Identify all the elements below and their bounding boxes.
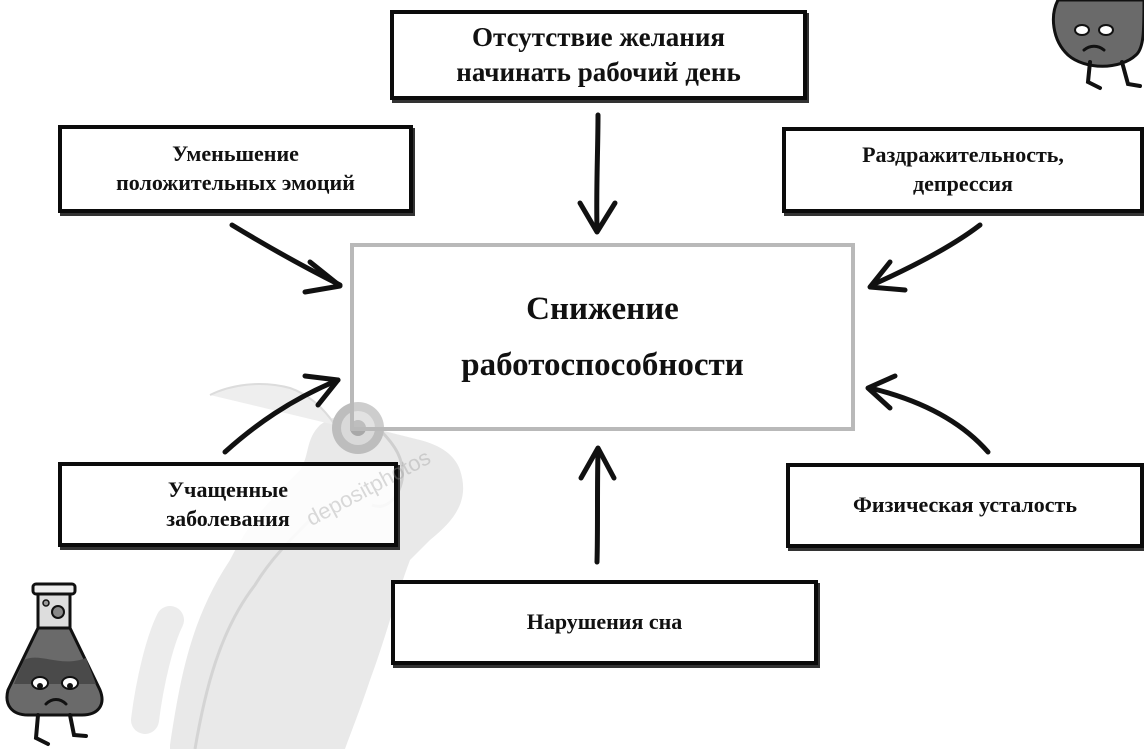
arrow-top [577,112,618,235]
cause-box-bottom-left: Учащенные заболевания [58,462,398,547]
cause-box-bottom: Нарушения сна [391,580,818,665]
cause-box-top-left: Уменьшение положительных эмоций [58,125,413,213]
central-effect-label: Снижение работоспособности [461,290,744,383]
central-effect-box: Снижение работоспособности [350,243,855,431]
arrow-top-right [867,222,983,293]
sad-flask-character-icon [5,582,104,746]
arrow-bottom [578,445,617,565]
sad-flask-character-corner-icon [1051,0,1144,90]
cause-label-top-left: Уменьшение положительных эмоций [116,141,355,195]
cause-box-bottom-right: Физическая усталость [786,463,1144,548]
cause-box-top: Отсутствие желания начинать рабочий день [390,10,807,100]
cause-label-bottom-right: Физическая усталость [853,492,1077,518]
arrow-bottom-right [865,373,991,455]
cause-label-top-right: Раздражительность, депрессия [862,142,1064,196]
cause-label-top: Отсутствие желания начинать рабочий день [456,21,741,87]
hand-illustration [131,383,464,749]
cause-label-bottom-left: Учащенные заболевания [166,476,290,531]
cause-label-bottom: Нарушения сна [526,609,683,635]
arrow-top-left [229,222,343,295]
cause-box-top-right: Раздражительность, депрессия [782,127,1144,213]
arrow-bottom-left [222,373,341,455]
